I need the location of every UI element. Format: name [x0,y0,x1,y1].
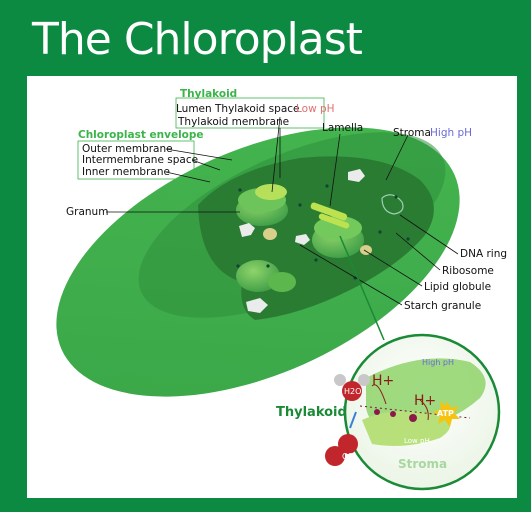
inset-water-label: H2O [344,387,361,396]
thylakoid-group-label: Thylakoid [180,88,237,100]
inset-oxygen-label: O2 [342,452,353,461]
dna-ring-shape [381,194,404,215]
dna-ring-label: DNA ring [460,248,507,260]
oxygen-arrow [349,411,357,429]
oxygen-molecule [338,434,358,454]
starch-granule-label: Starch granule [404,300,481,312]
grana [236,184,364,292]
lumen-label: Lumen Thylakoid space [176,103,300,115]
granum-label: Granum [66,206,108,218]
ribosome-dot [298,203,302,207]
water-molecule [342,381,362,401]
starch-granule-shape [239,223,255,237]
low-ph-label: Low pH [296,103,335,115]
outer-membrane-label: Outer membrane [82,143,173,155]
inclusions [236,169,410,313]
inset-atp-label: ATP [437,409,454,418]
lamella-label: Lamella [322,122,363,134]
inset-high-ph-label: High pH [422,358,454,367]
thylakoid-membrane-label: Thylakoid membrane [177,116,289,128]
inset-h-plus-left: H+ [372,373,394,389]
intermembrane-space-label: Intermembrane space [82,154,198,166]
inset-stroma-label: Stroma [398,457,447,471]
inset-low-ph-label: Low pH [404,437,430,445]
ribosome-label: Ribosome [442,265,494,277]
page-title: The Chloroplast [32,14,363,65]
envelope-group-label: Chloroplast envelope [78,129,204,141]
envelope-label-box [77,140,195,180]
stroma-label: Stroma [393,127,431,139]
high-ph-label: High pH [430,127,472,139]
thylakoid-inset: High pH H+ H+ H2O Thylakoid ATP Low pH O… [276,333,501,491]
lipid-globule-label: Lipid globule [424,281,491,293]
zoom-connector [339,235,385,341]
atp-star [433,401,460,427]
inner-membrane-label: Inner membrane [82,166,170,178]
lamella-shape [310,202,348,221]
lipid-globule-shape [263,228,277,240]
inset-thylakoid-label: Thylakoid [276,405,347,420]
thylakoid-label-box [175,97,325,129]
leader-lines [106,116,459,306]
inset-h-plus-right: H+ [414,393,436,409]
